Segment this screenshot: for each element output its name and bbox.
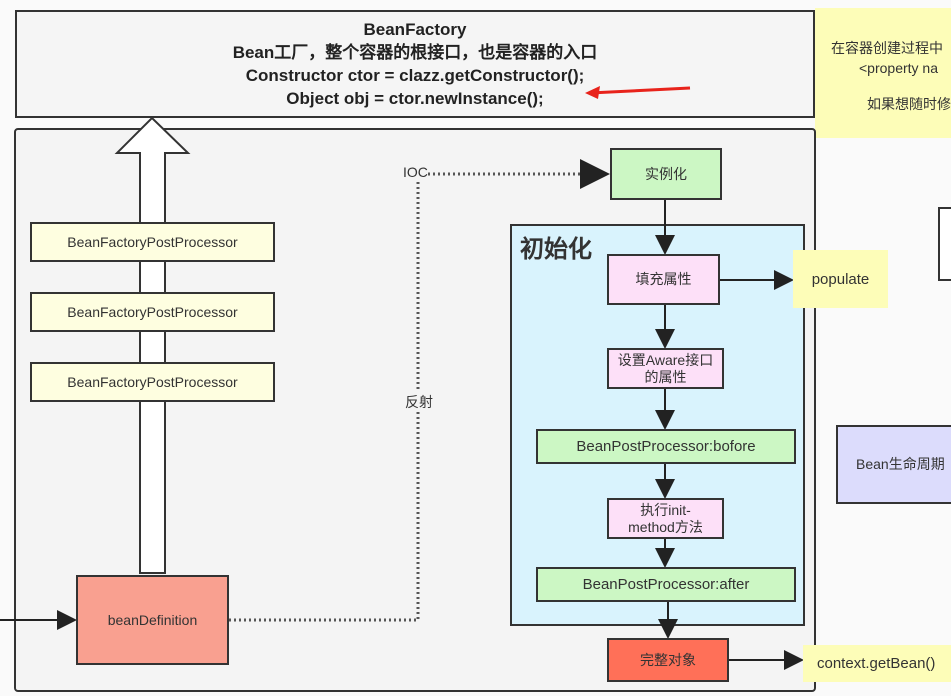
top-note-line: 如果想随时修 <box>867 96 951 112</box>
aware-box[interactable]: 设置Aware接口的属性 <box>607 348 724 389</box>
top-note-line: 在容器创建过程中 <box>831 40 943 56</box>
right-partial-box <box>938 207 951 281</box>
bean-definition-box[interactable]: beanDefinition <box>76 575 229 665</box>
hollow-up-arrow <box>114 116 191 574</box>
reflect-label: 反射 <box>405 392 433 412</box>
top-note-line: <property na <box>859 60 938 76</box>
bean-factory-title: BeanFactory <box>363 20 467 39</box>
populate-note: populate <box>793 250 888 308</box>
lifecycle-box[interactable]: Bean生命周期 <box>836 425 951 504</box>
bean-factory-box: BeanFactory Bean工厂，整个容器的根接口，也是容器的入口 Cons… <box>15 10 815 118</box>
bpp-before-box[interactable]: BeanPostProcessor:bofore <box>536 429 796 464</box>
bfpp-box-3[interactable]: BeanFactoryPostProcessor <box>30 362 275 402</box>
bean-factory-ctor: Constructor ctor = clazz.getConstructor(… <box>245 66 585 85</box>
bfpp-box-1[interactable]: BeanFactoryPostProcessor <box>30 222 275 262</box>
complete-object-box[interactable]: 完整对象 <box>607 638 729 682</box>
get-bean-note: context.getBean() <box>803 645 951 682</box>
init-group-label: 初始化 <box>520 236 592 263</box>
init-method-box[interactable]: 执行init-method方法 <box>607 498 724 539</box>
lifecycle-label: Bean生命周期 <box>856 456 945 473</box>
bean-factory-desc: Bean工厂，整个容器的根接口，也是容器的入口 <box>232 43 598 62</box>
populate-box[interactable]: 填充属性 <box>607 254 720 305</box>
bfpp-box-2[interactable]: BeanFactoryPostProcessor <box>30 292 275 332</box>
ioc-label: IOC <box>403 164 428 180</box>
bean-factory-instance: Object obj = ctor.newInstance(); <box>286 89 544 108</box>
red-arrow <box>589 86 691 95</box>
top-note: 在容器创建过程中 <property na 如果想随时修 <box>815 8 951 138</box>
bpp-after-box[interactable]: BeanPostProcessor:after <box>536 567 796 602</box>
instantiate-box[interactable]: 实例化 <box>610 148 722 200</box>
